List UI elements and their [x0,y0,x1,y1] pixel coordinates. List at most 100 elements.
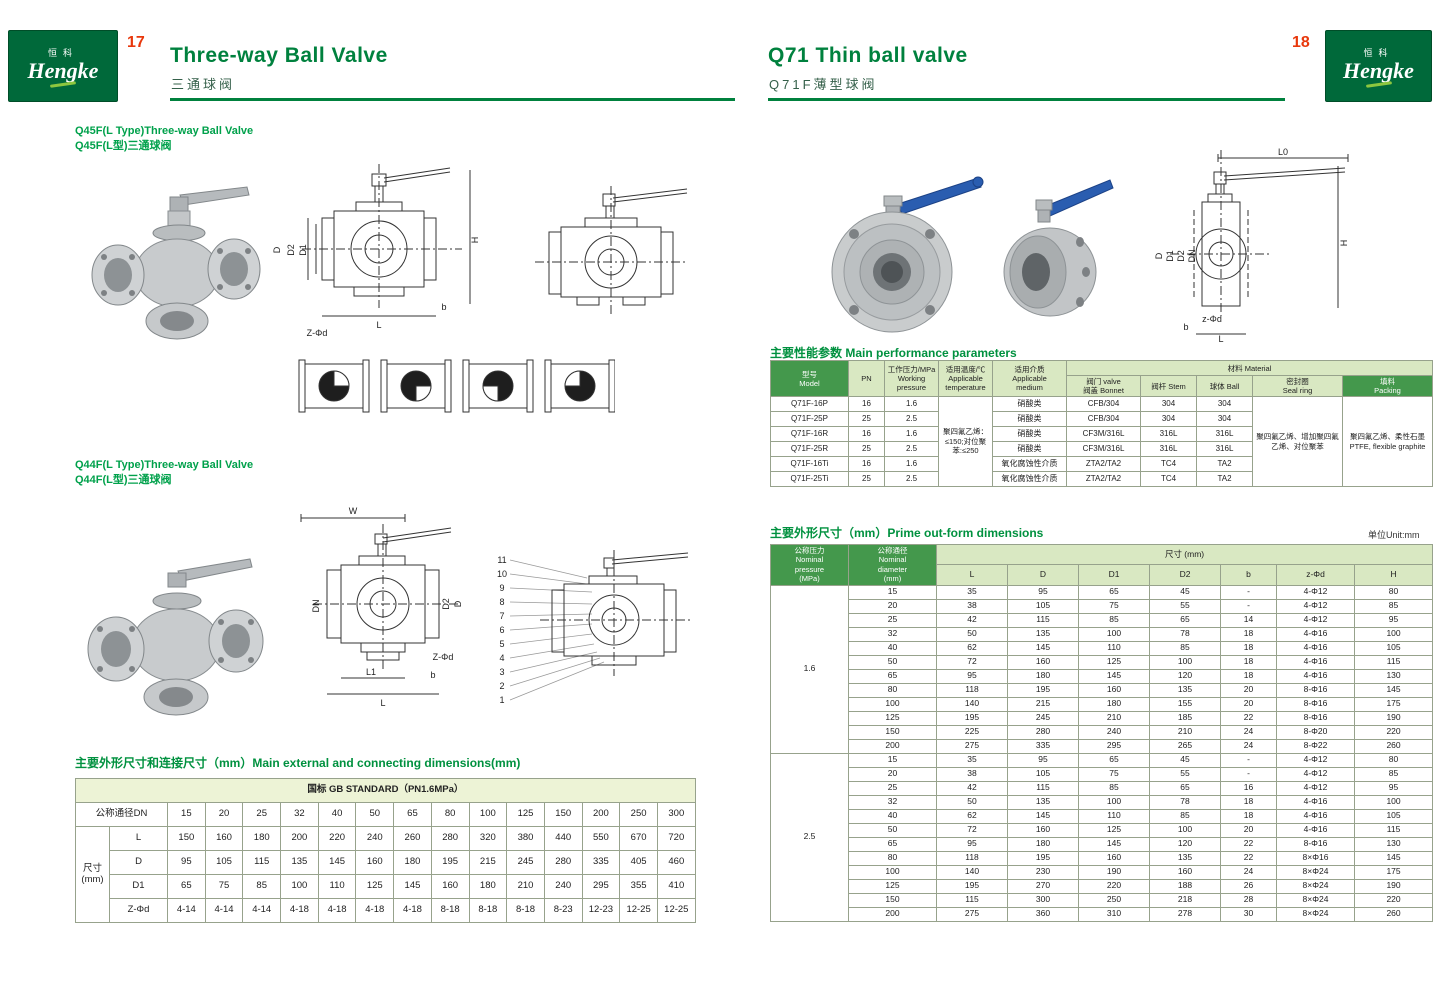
dn-value: 300 [656,802,696,827]
outline-cell: 85 [1353,598,1434,614]
perf-model: Q71F-16Ti [770,456,849,472]
outline-cell: 4-Φ16 [1276,822,1355,838]
section-q44f-heading-en: Q44F(L Type)Three-way Ball Valve [75,459,254,471]
dim-cell: 440 [543,826,583,851]
dn-value: 25 [242,802,282,827]
outline-cell: 200 [848,738,937,754]
outline-cell: 4-Φ12 [1276,780,1355,796]
outline-cell: 110 [1078,808,1150,824]
dim-label-db: D [453,600,463,607]
outline-pressure-value: 1.6 [770,584,849,754]
outline-cell: 180 [1007,668,1079,684]
outline-cell: 75 [1078,598,1150,614]
q44f-photo [87,558,264,716]
outline-cell: 95 [1353,780,1434,796]
callout-7: 7 [499,611,504,621]
dim-cell: 670 [619,826,658,851]
dn-value: 100 [468,802,508,827]
dim-cell: 240 [355,826,395,851]
outline-cell: 260 [1353,906,1434,922]
outline-cell: 4-Φ12 [1276,598,1355,614]
dn-value: 15 [167,802,206,827]
perf-bonnet: ZTA2/TA2 [1066,456,1141,472]
outline-cell: 100 [1078,626,1150,642]
outline-cell: 85 [1149,808,1221,824]
outline-cell: 8-Φ20 [1276,724,1355,740]
port-section-views [295,350,615,424]
outline-cell: 95 [1007,584,1079,600]
outline-header-col: D [1007,564,1079,586]
dn-value: 80 [430,802,470,827]
dim-cell: 12-25 [656,898,696,923]
perf-model: Q71F-16P [770,396,849,412]
outline-cell: 8×Φ24 [1276,864,1355,880]
outline-cell: 190 [1353,710,1434,726]
callout-10: 10 [497,569,507,579]
dim-cell: 260 [393,826,432,851]
outline-cell: 8-Φ22 [1276,738,1355,754]
outline-cell: 195 [936,710,1008,726]
callout-11: 11 [497,555,506,565]
outline-cell: 40 [848,808,937,824]
dim-cell: 145 [317,850,357,875]
dim-cell: 160 [430,874,470,899]
outline-cell: 105 [1353,640,1434,656]
dim-row-label: Z-Φd [109,898,168,923]
outline-cell: 195 [936,878,1008,894]
dim-cell: 210 [506,874,545,899]
dim-label-d2c: D2 [1176,250,1186,262]
outline-cell: 200 [848,906,937,922]
outline-cell: 15 [848,584,937,600]
outline-cell: 220 [1353,724,1434,740]
outline-cell: 145 [1007,808,1079,824]
callout-6: 6 [499,625,504,635]
outline-cell: 140 [936,864,1008,880]
outline-cell: - [1220,598,1277,614]
dim-label-d1: D1 [298,244,308,256]
outline-cell: 260 [1353,738,1434,754]
outline-cell: 20 [1220,822,1277,838]
outline-cell: 50 [848,654,937,670]
page-number-left: 17 [127,34,145,51]
outline-cell: 32 [848,626,937,642]
outline-cell: 42 [936,780,1008,796]
outline-cell: 50 [848,822,937,838]
dim-cell: 85 [242,874,282,899]
outline-cell: 125 [1078,822,1150,838]
dim-cell: 220 [317,826,357,851]
dn-value: 150 [543,802,583,827]
outline-cell: 160 [1078,850,1150,866]
left-page-title-en: Three-way Ball Valve [170,44,388,67]
dn-value: 50 [355,802,395,827]
dim-label-zphid2: Z-Φd [433,652,454,662]
outline-cell: 8-Φ16 [1276,710,1355,726]
right-title-rule [768,98,1285,101]
outline-cell: 18 [1220,626,1277,642]
outline-cell: 22 [1220,850,1277,866]
outline-cell: 55 [1149,598,1221,614]
dn-value: 200 [581,802,621,827]
outline-cell: 125 [848,710,937,726]
dim-label-d: D [272,246,282,253]
dim-cell: 280 [430,826,470,851]
perf-ball: TA2 [1196,471,1253,487]
outline-cell: 135 [1007,626,1079,642]
perf-stem: 304 [1140,411,1197,427]
perf-header-ball: 球体 Ball [1196,375,1253,397]
page-number-right: 18 [1292,34,1310,51]
outline-cell: 80 [848,850,937,866]
outline-cell: 140 [936,696,1008,712]
dim-cell: 320 [468,826,508,851]
